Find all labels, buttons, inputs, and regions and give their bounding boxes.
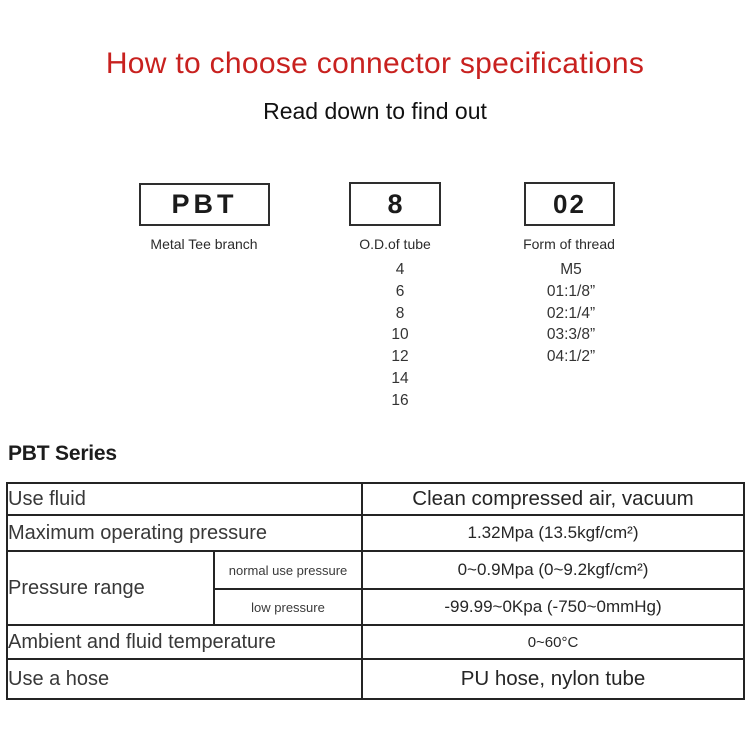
code-label-tube-od: O.D.of tube [359, 236, 431, 252]
tube-od-option: 8 [395, 304, 405, 322]
row-value: 0~0.9Mpa (0~9.2kgf/cm²) [361, 550, 745, 590]
table-row-pressure-range-low: low pressure -99.99~0Kpa (-750~0mmHg) [7, 588, 745, 626]
page-subtitle: Read down to find out [263, 98, 487, 124]
row-label: Maximum operating pressure [6, 514, 363, 552]
thread-form-option: 04:1/2” [546, 348, 596, 366]
row-sublabel: normal use pressure [213, 550, 363, 590]
thread-form-option: M5 [560, 261, 582, 278]
code-label-thread-form: Form of thread [523, 236, 615, 252]
tube-od-option: 12 [391, 348, 409, 366]
row-value: PU hose, nylon tube [361, 658, 745, 700]
page-title: How to choose connector specifications [105, 47, 645, 80]
series-heading: PBT Series [8, 442, 117, 465]
thread-form-options-list: M5 01:1/8” 02:1/4” 03:3/8” 04:1/2” [471, 259, 671, 368]
row-value: -99.99~0Kpa (-750~0mmHg) [361, 588, 745, 626]
tube-od-options-list: 4 6 8 10 12 14 16 [300, 259, 500, 412]
tube-od-option: 10 [391, 326, 409, 344]
tube-od-option: 14 [391, 369, 409, 387]
row-label: Pressure range [6, 550, 215, 626]
code-box-tube-od: 8 [349, 182, 441, 226]
tube-od-option: 6 [395, 282, 405, 300]
thread-form-option: 02:1/4” [546, 304, 596, 322]
row-value: 0~60°C [361, 624, 745, 660]
table-row-use-fluid: Use fluid Clean compressed air, vacuum [6, 482, 745, 516]
row-label: Ambient and fluid temperature [6, 624, 363, 660]
table-row-max-operating-pressure: Maximum operating pressure 1.32Mpa (13.5… [6, 514, 745, 552]
row-label: Use fluid [6, 482, 363, 516]
code-box-series: PBT [139, 183, 270, 226]
thread-form-option: 03:3/8” [546, 326, 596, 344]
row-sublabel: low pressure [213, 588, 363, 626]
row-label: Use a hose [6, 658, 363, 700]
row-value: 1.32Mpa (13.5kgf/cm²) [361, 514, 745, 552]
table-row-temperature: Ambient and fluid temperature 0~60°C [6, 624, 745, 660]
row-value: Clean compressed air, vacuum [361, 482, 745, 516]
tube-od-option: 4 [395, 261, 405, 278]
code-box-thread-form: 02 [524, 182, 615, 226]
table-row-use-a-hose: Use a hose PU hose, nylon tube [6, 658, 745, 700]
table-row-pressure-range-normal: Pressure range normal use pressure 0~0.9… [6, 550, 745, 626]
thread-form-option: 01:1/8” [546, 282, 596, 300]
code-label-series: Metal Tee branch [150, 236, 258, 252]
spec-table: Use fluid Clean compressed air, vacuum M… [6, 482, 745, 700]
tube-od-option: 16 [391, 391, 409, 409]
